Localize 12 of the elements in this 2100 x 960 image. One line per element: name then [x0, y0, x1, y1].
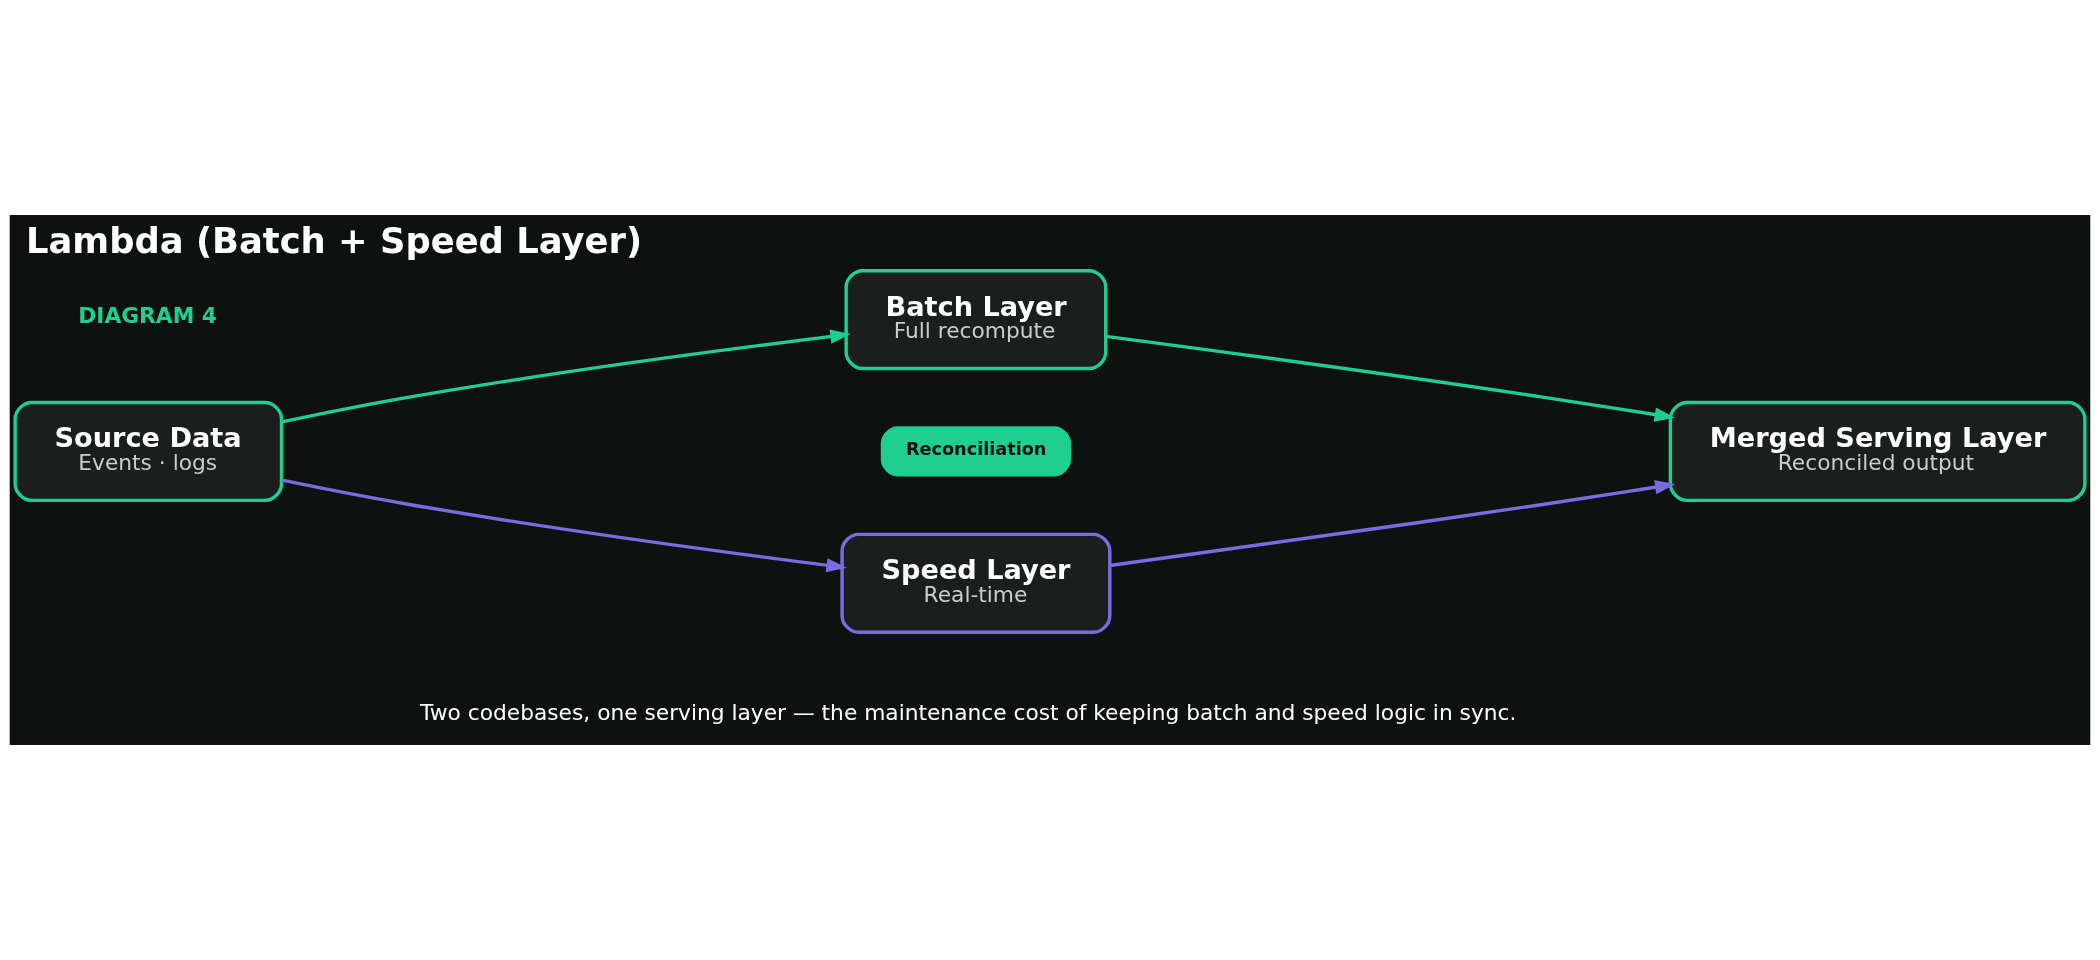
- caption: Two codebases, one serving layer — the maintenance cost of keeping batch and speed logic in sync.: [420, 700, 1517, 726]
- node-box: Source Data Events · logs: [13, 400, 284, 503]
- arrow: [1109, 480, 1676, 568]
- diagram-title: Lambda (Batch + Speed Layer): [26, 219, 643, 261]
- label: DIAGRAM 4: [78, 303, 218, 329]
- arrow: [1105, 334, 1676, 422]
- node-box: Batch Layer Full recompute: [844, 269, 1108, 371]
- node-box: Merged Serving Layer Reconciled output: [1668, 400, 2087, 503]
- arrow: [281, 478, 847, 573]
- node-box: Speed Layer Real-time: [840, 532, 1112, 634]
- arrow: [281, 329, 851, 424]
- node-box: Reconciliation: [880, 426, 1072, 477]
